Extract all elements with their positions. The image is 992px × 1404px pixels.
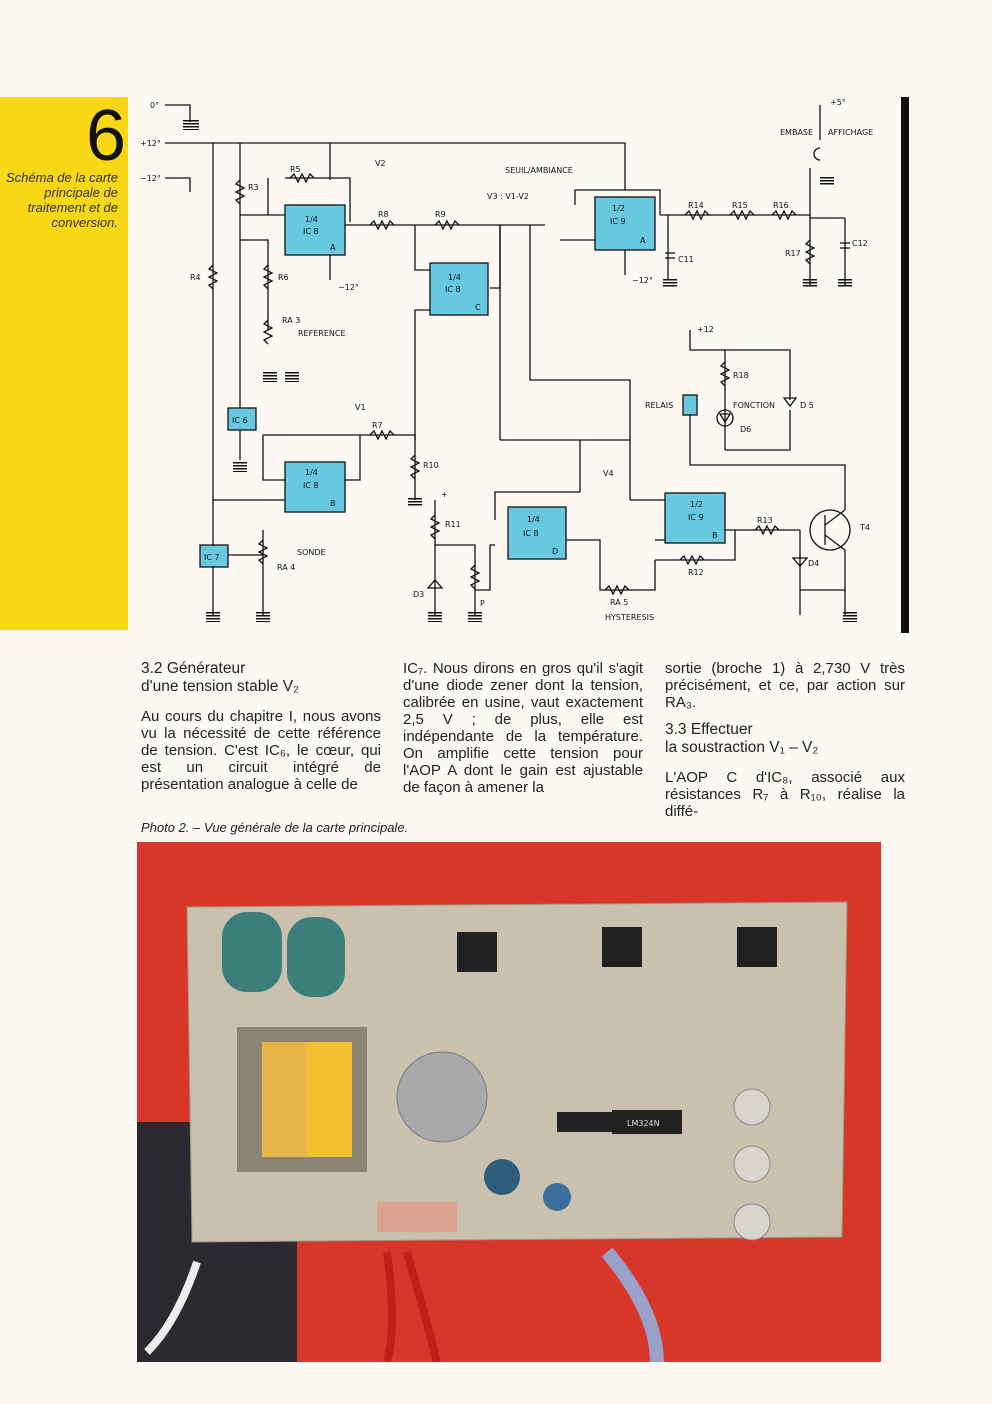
ic8c-block — [429, 262, 489, 316]
ic9b-part: 1/2 — [690, 500, 703, 509]
label-plus12d: +12 — [697, 325, 714, 334]
label-seuil: SEUIL/AMBIANCE — [505, 166, 573, 175]
label-r11: R11 — [445, 520, 461, 529]
ic8a-block — [284, 204, 346, 256]
ic8c-part: 1/4 — [448, 273, 461, 282]
ic9a-name: IC 9 — [610, 217, 626, 226]
label-embase: EMBASE — [780, 128, 813, 137]
ic8b-block — [284, 461, 346, 513]
label-r18: R18 — [733, 371, 749, 380]
ic9b-block — [664, 492, 726, 544]
label-plus12: +12° — [140, 139, 161, 148]
label-minus12b: −12° — [338, 283, 359, 292]
section-title-line-1: 3.2 Générateur — [141, 660, 246, 677]
paragraph: L'AOP C d'IC₈, associé aux résistances R… — [665, 769, 905, 820]
ic6-block — [227, 407, 257, 431]
label-r12: R12 — [688, 568, 704, 577]
label-v1: V1 — [355, 403, 366, 412]
section-heading-3-2: 3.2 Générateur d'une tension stable V₂ — [141, 660, 381, 696]
ic9a-part: 1/2 — [612, 204, 625, 213]
label-r14: R14 — [688, 201, 704, 210]
paragraph: sortie (broche 1) à 2,730 V très précisé… — [665, 660, 905, 711]
article-column-2: IC₇. Nous dirons en gros qu'il s'agit d'… — [403, 660, 643, 806]
ic8a-part: 1/4 — [305, 215, 318, 224]
ic7-block — [199, 544, 229, 568]
label-reference: REFERENCE — [298, 329, 346, 338]
ic8d-part: 1/4 — [527, 515, 540, 524]
board-photo: LM324N — [137, 842, 881, 1362]
label-r5: R5 — [290, 165, 301, 174]
label-c12: C12 — [852, 239, 868, 248]
ic9a-unit: A — [640, 236, 646, 245]
label-r7: R7 — [372, 421, 383, 430]
section-title-line-2: d'une tension stable V₂ — [141, 678, 300, 695]
ic8b-name: IC 8 — [303, 481, 319, 490]
ic8d-name: IC 8 — [523, 529, 539, 538]
ic8a-name: IC 8 — [303, 227, 319, 236]
ic8c-unit: C — [475, 303, 481, 312]
label-r10: R10 — [423, 461, 439, 470]
label-sonde: SONDE — [297, 548, 326, 557]
ic7-label: IC 7 — [204, 553, 220, 562]
page-rule — [901, 97, 909, 633]
label-r16: R16 — [773, 201, 789, 210]
ic8b-part: 1/4 — [305, 468, 318, 477]
label-ra4: RA 4 — [277, 563, 295, 572]
label-v3: V3 : V1-V2 — [487, 192, 529, 201]
label-p: P — [480, 599, 485, 608]
section-title-line-1: 3.3 Effectuer — [665, 721, 753, 738]
label-r4: R4 — [190, 273, 201, 282]
label-minus12c: −12° — [632, 276, 653, 285]
chip-text: LM324N — [627, 1119, 660, 1128]
ic9b-unit: B — [712, 531, 718, 540]
article-column-1: 3.2 Générateur d'une tension stable V₂ A… — [141, 660, 381, 803]
label-zero: 0° — [150, 101, 159, 110]
figure-sidebar — [0, 97, 128, 630]
label-t4: T4 — [859, 523, 870, 532]
label-hysteresis: HYSTERESIS — [605, 613, 654, 622]
paragraph: IC₇. Nous dirons en gros qu'il s'agit d'… — [403, 660, 643, 796]
label-plus: + — [441, 490, 448, 499]
ic8c-name: IC 8 — [445, 285, 461, 294]
label-d6: D6 — [740, 425, 751, 434]
section-heading-3-3: 3.3 Effectuer la soustraction V₁ – V₂ — [665, 721, 905, 757]
ic9a-block — [594, 196, 656, 251]
label-r17: R17 — [785, 249, 801, 258]
label-r6: R6 — [278, 273, 289, 282]
label-ra3: RA 3 — [282, 316, 300, 325]
ic8b-unit: B — [330, 499, 336, 508]
label-r9: R9 — [435, 210, 446, 219]
label-affichage: AFFICHAGE — [828, 128, 873, 137]
label-v4: V4 — [603, 469, 614, 478]
ic8d-unit: D — [552, 547, 558, 556]
label-r8: R8 — [378, 210, 389, 219]
label-v2: V2 — [375, 159, 386, 168]
article-column-3: sortie (broche 1) à 2,730 V très précisé… — [665, 660, 905, 830]
label-r3: R3 — [248, 183, 259, 192]
label-ra5: RA 5 — [610, 598, 628, 607]
ic8d-block — [507, 506, 567, 560]
label-relais: RELAIS — [645, 401, 673, 410]
paragraph: Au cours du chapitre I, nous avons vu la… — [141, 708, 381, 793]
circuit-schematic: 0° +12° −12° V2 R5 R3 R4 R6 RA 3 REFEREN… — [140, 98, 873, 622]
label-r13: R13 — [757, 516, 773, 525]
label-plus5: +5° — [830, 98, 846, 107]
label-c11: C11 — [678, 255, 694, 264]
label-d4: D4 — [808, 559, 819, 568]
ic8a-unit: A — [330, 243, 336, 252]
figure-caption: Schéma de la carte principale de traitem… — [5, 170, 118, 230]
photo-caption: Photo 2. – Vue générale de la carte prin… — [141, 820, 409, 835]
ic9b-name: IC 9 — [688, 513, 704, 522]
label-fonction: FONCTION — [733, 401, 775, 410]
label-minus12: −12° — [140, 174, 161, 183]
ic6-label: IC 6 — [232, 416, 248, 425]
section-title-line-2: la soustraction V₁ – V₂ — [665, 739, 819, 756]
figure-number: 6 — [85, 96, 126, 176]
label-r15: R15 — [732, 201, 748, 210]
chip-lm324 — [612, 1110, 682, 1134]
label-d5: D 5 — [800, 401, 814, 410]
label-d3: D3 — [413, 590, 424, 599]
